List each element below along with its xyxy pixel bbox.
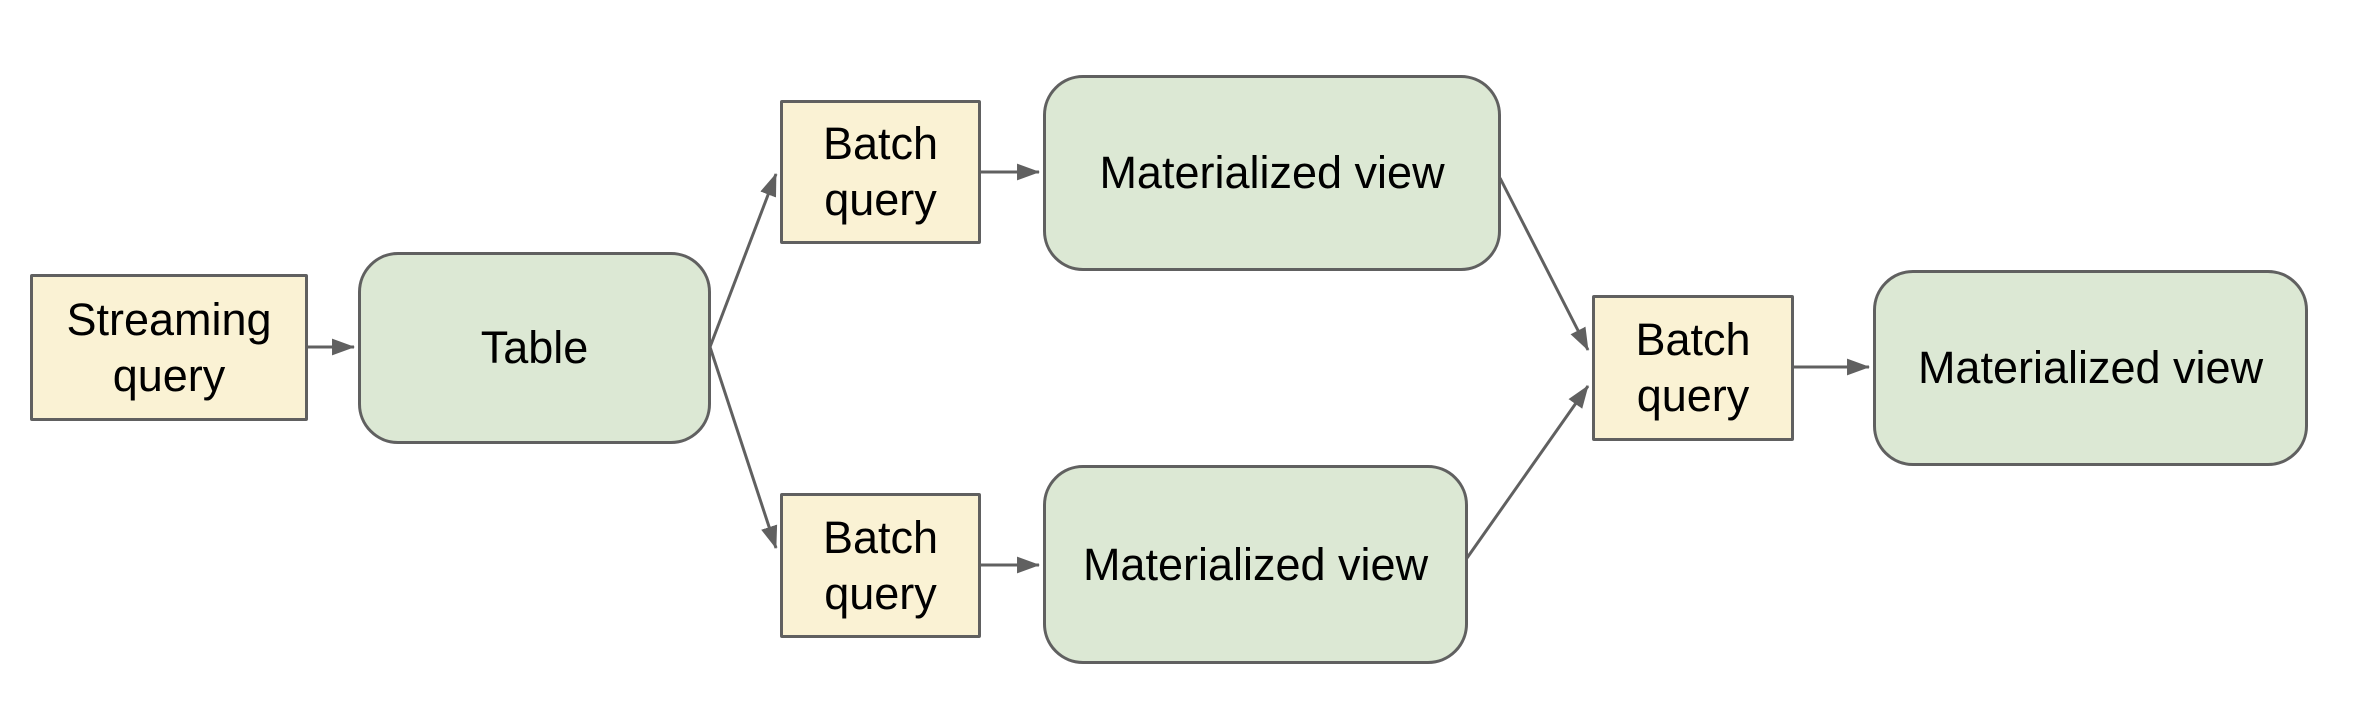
node-materialized-view-top: Materialized view (1043, 75, 1501, 271)
edge-table-to-batch-top (708, 173, 778, 348)
edge-table-to-batch-bottom (708, 346, 778, 549)
node-batch-query-top-label: Batch query (822, 118, 939, 225)
edge-mv-top-to-batch-final (1498, 177, 1590, 351)
node-streaming-query-label: Streaming query (66, 293, 272, 401)
node-batch-query-final-label: Batch query (1635, 314, 1751, 421)
node-batch-query-top: Batch query (780, 100, 981, 244)
node-table: Table (358, 252, 711, 444)
edge-mv-bottom-to-batch-final (1465, 385, 1590, 559)
node-materialized-view-bottom: Materialized view (1043, 465, 1468, 664)
node-batch-query-bottom: Batch query (780, 493, 981, 638)
node-batch-query-bottom-label: Batch query (822, 511, 939, 619)
node-materialized-view-final-label: Materialized view (1917, 342, 2264, 394)
node-streaming-query: Streaming query (30, 274, 308, 421)
node-materialized-view-final: Materialized view (1873, 270, 2308, 466)
node-materialized-view-bottom-label: Materialized view (1082, 538, 1429, 590)
node-table-label: Table (480, 322, 589, 374)
node-batch-query-final: Batch query (1592, 295, 1794, 441)
node-materialized-view-top-label: Materialized view (1099, 147, 1445, 199)
